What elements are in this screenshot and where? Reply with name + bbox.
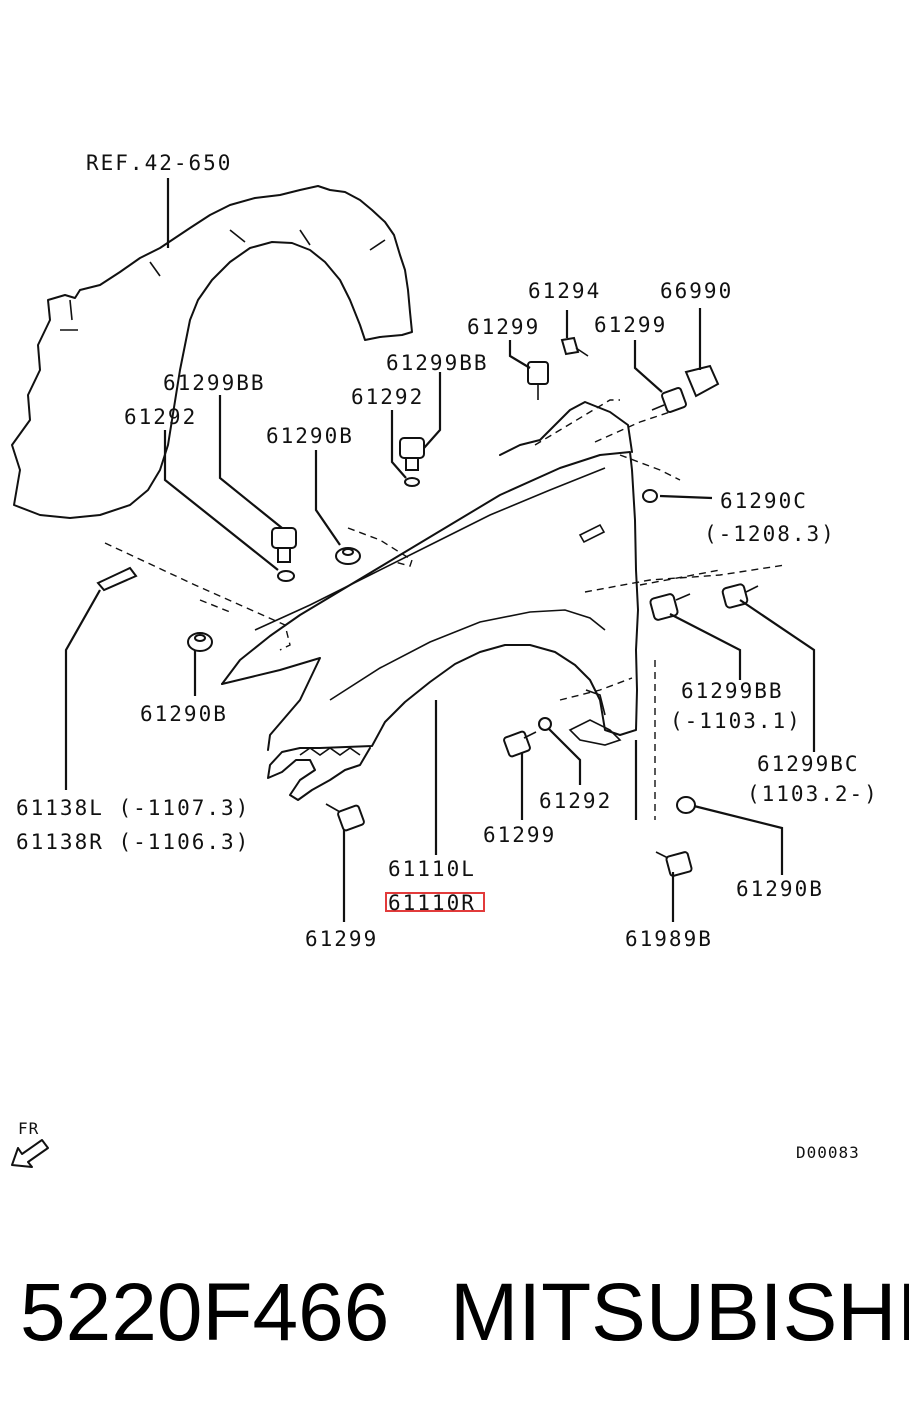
label-61299bb-right: 61299BB: [681, 679, 784, 703]
solid-leader-lines: [64, 178, 816, 922]
label-61290b-upper: 61290B: [266, 424, 354, 448]
bolt-61299bc: [721, 583, 759, 609]
label-61299-bottom: 61299: [305, 927, 378, 951]
part-labels: REF.42-650 61294 66990 61299 61299 61299…: [16, 151, 879, 951]
nut-61290b-upper: [335, 547, 361, 565]
label-61292-lower: 61292: [539, 789, 612, 813]
label-61292-left: 61292: [124, 405, 197, 429]
bolt-61299bb-center: [399, 437, 425, 471]
footer-brand: MITSUBISHI: [450, 1267, 909, 1358]
label-61299bb-center: 61299BB: [386, 351, 489, 375]
label-61989b: 61989B: [625, 927, 713, 951]
label-fr: FR: [18, 1119, 39, 1138]
label-61299bb-right-range: (-1103.1): [670, 709, 802, 733]
label-61110r: 61110R: [388, 891, 476, 915]
label-61299-top-left: 61299: [467, 315, 540, 339]
fender-liner-drawing: [11, 185, 413, 519]
label-61290b-lower-right: 61290B: [736, 877, 824, 901]
nut-61290b-left: [187, 632, 213, 652]
bolt-61299-top-right: [651, 387, 687, 413]
cap-66990: [684, 364, 720, 398]
bolt-61299bb-left: [271, 527, 297, 563]
label-ref-42-650: REF.42-650: [86, 151, 232, 175]
nut-61290c: [642, 489, 658, 503]
label-61290c-range: (-1208.3): [704, 522, 836, 546]
diagram-code: D00083: [796, 1143, 860, 1162]
nut-61290b-lower-right: [676, 796, 696, 814]
label-61299bb-left: 61299BB: [163, 371, 266, 395]
washer-61292-center: [404, 477, 420, 487]
dashed-leader-lines: [104, 399, 786, 820]
label-61110l: 61110L: [388, 857, 476, 881]
highlight-box-61110r: [385, 892, 485, 912]
bolt-61294: [560, 336, 589, 357]
bolt-61299-top-left: [527, 361, 549, 400]
label-61299bc: 61299BC: [757, 752, 860, 776]
label-61290b-left: 61290B: [140, 702, 228, 726]
front-arrow-icon: [11, 1139, 49, 1168]
bolt-61299-lower-mid: [503, 730, 537, 758]
clip-61138: [96, 566, 138, 592]
label-61292-center: 61292: [351, 385, 424, 409]
bolt-61299bb-right: [649, 593, 691, 621]
bolt-61299-bottom: [325, 803, 365, 832]
label-61138l: 61138L (-1107.3): [16, 796, 250, 820]
label-61299-top-right: 61299: [594, 313, 667, 337]
front-direction-indicator: FR: [11, 1119, 49, 1168]
label-61138r: 61138R (-1106.3): [16, 830, 250, 854]
label-61294: 61294: [528, 279, 601, 303]
washer-61292-lower: [538, 717, 552, 731]
label-61299bc-range: (1103.2-): [747, 782, 879, 806]
label-61299-lower-mid: 61299: [483, 823, 556, 847]
label-61290c: 61290C: [720, 489, 808, 513]
footer-part-number: 5220F466: [20, 1267, 389, 1358]
bolt-61989b: [655, 851, 693, 877]
fender-drawing: [221, 401, 639, 801]
label-66990: 66990: [660, 279, 733, 303]
washer-61292-left: [277, 570, 295, 582]
